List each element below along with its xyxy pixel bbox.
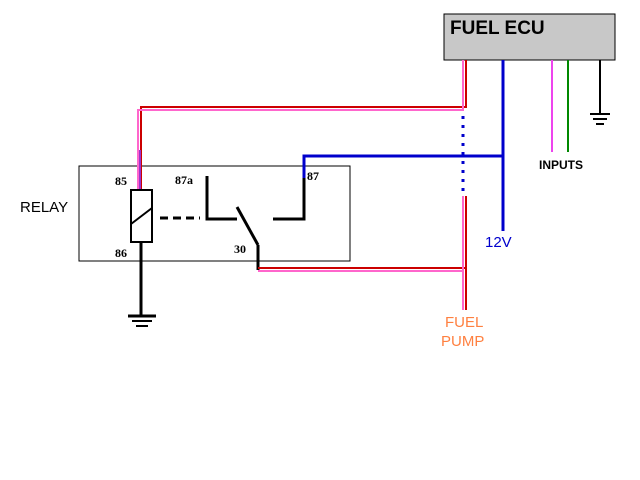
relay-label: RELAY bbox=[20, 199, 68, 216]
inputs-label: INPUTS bbox=[539, 158, 583, 172]
relay-ground-symbol bbox=[128, 242, 156, 327]
ecu-ground-symbol bbox=[590, 60, 610, 125]
fuel-ecu-title: FUEL ECU bbox=[450, 18, 545, 39]
supply-12v-label: 12V bbox=[485, 234, 512, 251]
pin-87-label: 87 bbox=[307, 169, 319, 183]
relay-coil-diagonal bbox=[130, 207, 153, 225]
pin-87a-label: 87a bbox=[175, 173, 193, 187]
ecu-to-relay-85-wire bbox=[137, 60, 467, 190]
pin-86-label: 86 bbox=[115, 246, 127, 260]
pin-87-wire bbox=[302, 154, 503, 178]
fuel-pump-label-line2: PUMP bbox=[441, 333, 484, 350]
contact-87 bbox=[273, 178, 306, 221]
contact-87a bbox=[205, 176, 237, 221]
switch-arm bbox=[235, 206, 260, 246]
pin-30-label: 30 bbox=[234, 242, 246, 256]
fuel-pump-label-line1: FUEL bbox=[445, 314, 483, 331]
fuel-ecu-box bbox=[443, 13, 616, 61]
fuel-pump-wire bbox=[462, 196, 467, 310]
relay-box bbox=[78, 165, 351, 262]
pin-30-to-pump-wire bbox=[256, 245, 466, 272]
pin-85-label: 85 bbox=[115, 174, 127, 188]
